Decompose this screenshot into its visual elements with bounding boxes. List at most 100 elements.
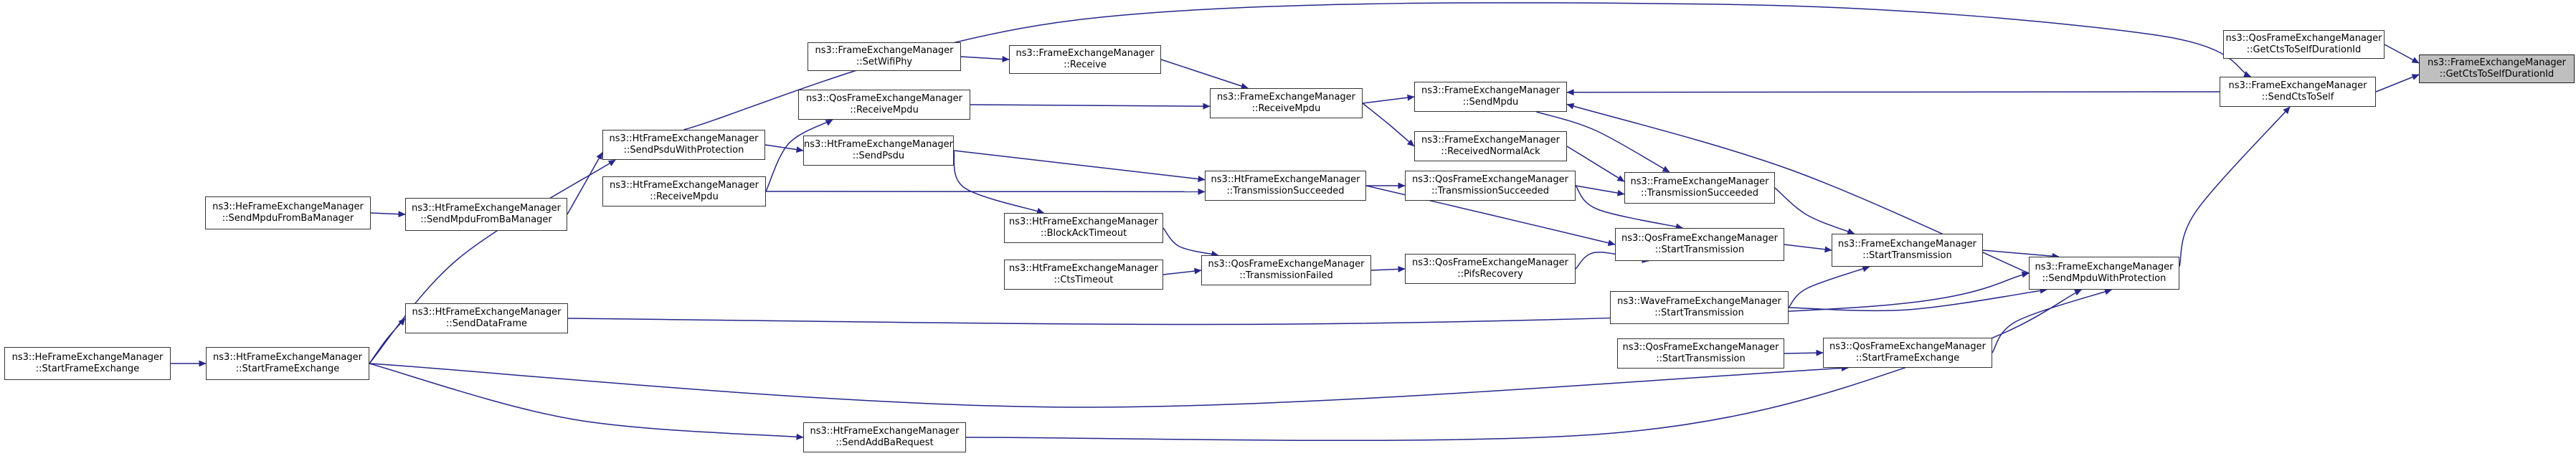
node-method-label: ::CtsTimeout bbox=[1053, 275, 1114, 285]
graph-node-qos_gcd[interactable]: ns3::QosFrameExchangeManager::GetCtsToSe… bbox=[2223, 30, 2385, 59]
node-class-label: ns3::FrameExchangeManager bbox=[1630, 176, 1769, 187]
graph-node-qos_st2[interactable]: ns3::QosFrameExchangeManager::StartTrans… bbox=[1617, 338, 1784, 369]
node-class-label: ns3::QosFrameExchangeManager bbox=[1622, 342, 1779, 353]
node-method-label: ::StartTransmission bbox=[1862, 250, 1952, 261]
node-method-label: ::StartFrameExchange bbox=[1855, 353, 1960, 364]
node-class-label: ns3::HtFrameExchangeManager bbox=[213, 352, 362, 363]
node-method-label: ::StartTransmission bbox=[1654, 244, 1745, 255]
node-class-label: ns3::QosFrameExchangeManager bbox=[805, 93, 962, 104]
call-edge-fem_rna-to-fem_ts bbox=[1566, 146, 1625, 182]
graph-node-he_sfe[interactable]: ns3::HeFrameExchangeManager::StartFrameE… bbox=[4, 347, 171, 380]
node-class-label: ns3::FrameExchangeManager bbox=[1421, 135, 1561, 146]
node-class-label: ns3::FrameExchangeManager bbox=[2427, 57, 2567, 68]
node-class-label: ns3::QosFrameExchangeManager bbox=[1411, 257, 1568, 268]
node-class-label: ns3::WaveFrameExchangeManager bbox=[1617, 296, 1781, 307]
node-class-label: ns3::FrameExchangeManager bbox=[2228, 80, 2367, 91]
node-class-label: ns3::FrameExchangeManager bbox=[1015, 48, 1155, 59]
node-method-label: ::SendDataFrame bbox=[445, 318, 528, 329]
node-method-label: ::SendPsduWithProtection bbox=[623, 145, 744, 156]
graph-node-fem_st[interactable]: ns3::FrameExchangeManager::StartTransmis… bbox=[1832, 234, 1983, 267]
call-edge-ht_sfe-to-ht_sdf bbox=[369, 318, 406, 364]
node-class-label: ns3::QosFrameExchangeManager bbox=[1208, 259, 1365, 270]
graph-node-ht_sp[interactable]: ns3::HtFrameExchangeManager::SendPsdu bbox=[803, 136, 954, 166]
call-edge-ht_sabr-to-fem_smwp bbox=[965, 289, 2082, 442]
graph-node-qos_sfe[interactable]: ns3::QosFrameExchangeManager::StartFrame… bbox=[1823, 338, 1992, 368]
node-method-label: ::SendMpdu bbox=[1462, 97, 1519, 108]
graph-node-ht_ct[interactable]: ns3::HtFrameExchangeManager::CtsTimeout bbox=[1004, 260, 1163, 290]
call-edge-qos_ts-to-fem_ts bbox=[1575, 185, 1625, 196]
call-edge-qos_ts-to-qos_st1 bbox=[1575, 185, 1683, 230]
call-edge-he_smbm-to-ht_smbm bbox=[370, 211, 406, 218]
node-method-label: ::SendMpduWithProtection bbox=[2042, 273, 2167, 284]
call-edge-qos_tf-to-qos_pr bbox=[1370, 265, 1406, 272]
graph-node-qos_ts[interactable]: ns3::QosFrameExchangeManager::Transmissi… bbox=[1405, 171, 1576, 201]
graph-node-fem_gcd[interactable]: ns3::FrameExchangeManager::GetCtsToSelfD… bbox=[2419, 54, 2575, 83]
graph-node-ht_spwp[interactable]: ns3::HtFrameExchangeManager::SendPsduWit… bbox=[602, 130, 765, 160]
call-edge-receive-to-fem_rm bbox=[1160, 59, 1249, 90]
graph-node-qos_tf[interactable]: ns3::QosFrameExchangeManager::Transmissi… bbox=[1201, 255, 1371, 285]
node-method-label: ::TransmissionSucceeded bbox=[1226, 186, 1345, 196]
node-method-label: ::GetCtsToSelfDurationId bbox=[2246, 44, 2362, 55]
call-edge-fem_rm-to-fem_sm bbox=[1362, 94, 1415, 104]
node-method-label: ::StartFrameExchange bbox=[235, 364, 340, 374]
graph-node-fem_ts[interactable]: ns3::FrameExchangeManager::TransmissionS… bbox=[1624, 172, 1775, 204]
graph-node-sendcts[interactable]: ns3::FrameExchangeManager::SendCtsToSelf bbox=[2220, 77, 2376, 107]
graph-node-fem_rm[interactable]: ns3::FrameExchangeManager::ReceiveMpdu bbox=[1210, 88, 1363, 118]
node-class-label: ns3::HtFrameExchangeManager bbox=[810, 426, 960, 437]
node-class-label: ns3::FrameExchangeManager bbox=[1421, 85, 1561, 96]
node-class-label: ns3::QosFrameExchangeManager bbox=[2225, 33, 2382, 44]
graph-node-receive[interactable]: ns3::FrameExchangeManager::Receive bbox=[1009, 45, 1161, 74]
call-edge-ht_sfe-to-ht_sabr bbox=[369, 363, 804, 440]
call-edge-ht_rm-to-qos_rm bbox=[765, 119, 833, 192]
node-method-label: ::ReceiveMpdu bbox=[650, 191, 719, 202]
call-edge-fem_rm-to-fem_rna bbox=[1362, 103, 1415, 147]
node-method-label: ::SendMpduFromBaManager bbox=[420, 214, 552, 225]
node-class-label: ns3::HeFrameExchangeManager bbox=[212, 201, 364, 212]
call-edge-qos_rm-to-fem_rm bbox=[970, 103, 1211, 110]
call-edge-setwifiphy-to-receive bbox=[960, 55, 1010, 62]
call-edge-ht_sdf-to-fem_smwp bbox=[567, 271, 2030, 326]
node-class-label: ns3::HtFrameExchangeManager bbox=[610, 180, 759, 191]
graph-node-ht_sdf[interactable]: ns3::HtFrameExchangeManager::SendDataFra… bbox=[405, 303, 568, 333]
graph-node-wave_st[interactable]: ns3::WaveFrameExchangeManager::StartTran… bbox=[1610, 291, 1789, 324]
graph-node-qos_pr[interactable]: ns3::QosFrameExchangeManager::PifsRecove… bbox=[1405, 254, 1576, 284]
call-edge-qos_st1-to-fem_st bbox=[1784, 244, 1832, 253]
node-method-label: ::StartTransmission bbox=[1656, 353, 1746, 364]
call-edge-qos_sfe-to-fem_smwp bbox=[1992, 288, 2112, 353]
call-edge-wave_st-to-fem_st bbox=[1788, 265, 1870, 308]
graph-node-ht_sfe[interactable]: ns3::HtFrameExchangeManager::StartFrameE… bbox=[206, 347, 369, 380]
node-method-label: ::TransmissionFailed bbox=[1239, 270, 1333, 281]
call-edge-ht_sfe-to-qos_sfe bbox=[369, 363, 1849, 408]
node-method-label: ::ReceiveMpdu bbox=[1251, 103, 1321, 114]
call-edge-fem_st-to-fem_smwp bbox=[1982, 250, 2060, 260]
graph-node-setwifiphy[interactable]: ns3::FrameExchangeManager::SetWifiPhy bbox=[808, 42, 961, 71]
node-class-label: ns3::HtFrameExchangeManager bbox=[804, 139, 953, 150]
node-class-label: ns3::HtFrameExchangeManager bbox=[609, 133, 759, 144]
graph-node-qos_st1[interactable]: ns3::QosFrameExchangeManager::StartTrans… bbox=[1615, 228, 1784, 261]
graph-node-ht_smbm[interactable]: ns3::HtFrameExchangeManager::SendMpduFro… bbox=[405, 198, 567, 231]
call-edge-wave_st-to-fem_smwp bbox=[1788, 287, 2047, 312]
call-edge-ht_spwp-to-ht_sp bbox=[764, 144, 804, 153]
graph-node-fem_rna[interactable]: ns3::FrameExchangeManager::ReceivedNorma… bbox=[1414, 131, 1567, 161]
call-edge-ht_ts-to-qos_st1 bbox=[1365, 185, 1616, 247]
node-class-label: ns3::QosFrameExchangeManager bbox=[1829, 341, 1986, 352]
graph-node-qos_rm[interactable]: ns3::QosFrameExchangeManager::ReceiveMpd… bbox=[798, 90, 970, 120]
node-class-label: ns3::HtFrameExchangeManager bbox=[1009, 263, 1158, 274]
graph-node-fem_sm[interactable]: ns3::FrameExchangeManager::SendMpdu bbox=[1414, 82, 1567, 112]
graph-node-ht_ts[interactable]: ns3::HtFrameExchangeManager::Transmissio… bbox=[1205, 171, 1366, 201]
graph-node-he_smbm[interactable]: ns3::HeFrameExchangeManager::SendMpduFro… bbox=[205, 196, 371, 229]
node-class-label: ns3::FrameExchangeManager bbox=[815, 45, 954, 56]
node-class-label: ns3::QosFrameExchangeManager bbox=[1411, 174, 1568, 185]
graph-node-ht_bat[interactable]: ns3::HtFrameExchangeManager::BlockAckTim… bbox=[1004, 213, 1163, 243]
node-method-label: ::StartFrameExchange bbox=[35, 364, 140, 374]
node-method-label: ::ReceiveMpdu bbox=[850, 105, 919, 115]
graph-node-ht_sabr[interactable]: ns3::HtFrameExchangeManager::SendAddBaRe… bbox=[803, 422, 966, 452]
graph-node-ht_rm[interactable]: ns3::HtFrameExchangeManager::ReceiveMpdu bbox=[602, 176, 766, 206]
call-edge-ht_sp-to-ht_bat bbox=[953, 150, 1044, 214]
node-method-label: ::SetWifiPhy bbox=[856, 57, 913, 67]
node-class-label: ns3::FrameExchangeManager bbox=[2035, 262, 2174, 272]
graph-node-fem_smwp[interactable]: ns3::FrameExchangeManager::SendMpduWithP… bbox=[2029, 257, 2179, 290]
node-method-label: ::SendAddBaRequest bbox=[835, 437, 934, 448]
